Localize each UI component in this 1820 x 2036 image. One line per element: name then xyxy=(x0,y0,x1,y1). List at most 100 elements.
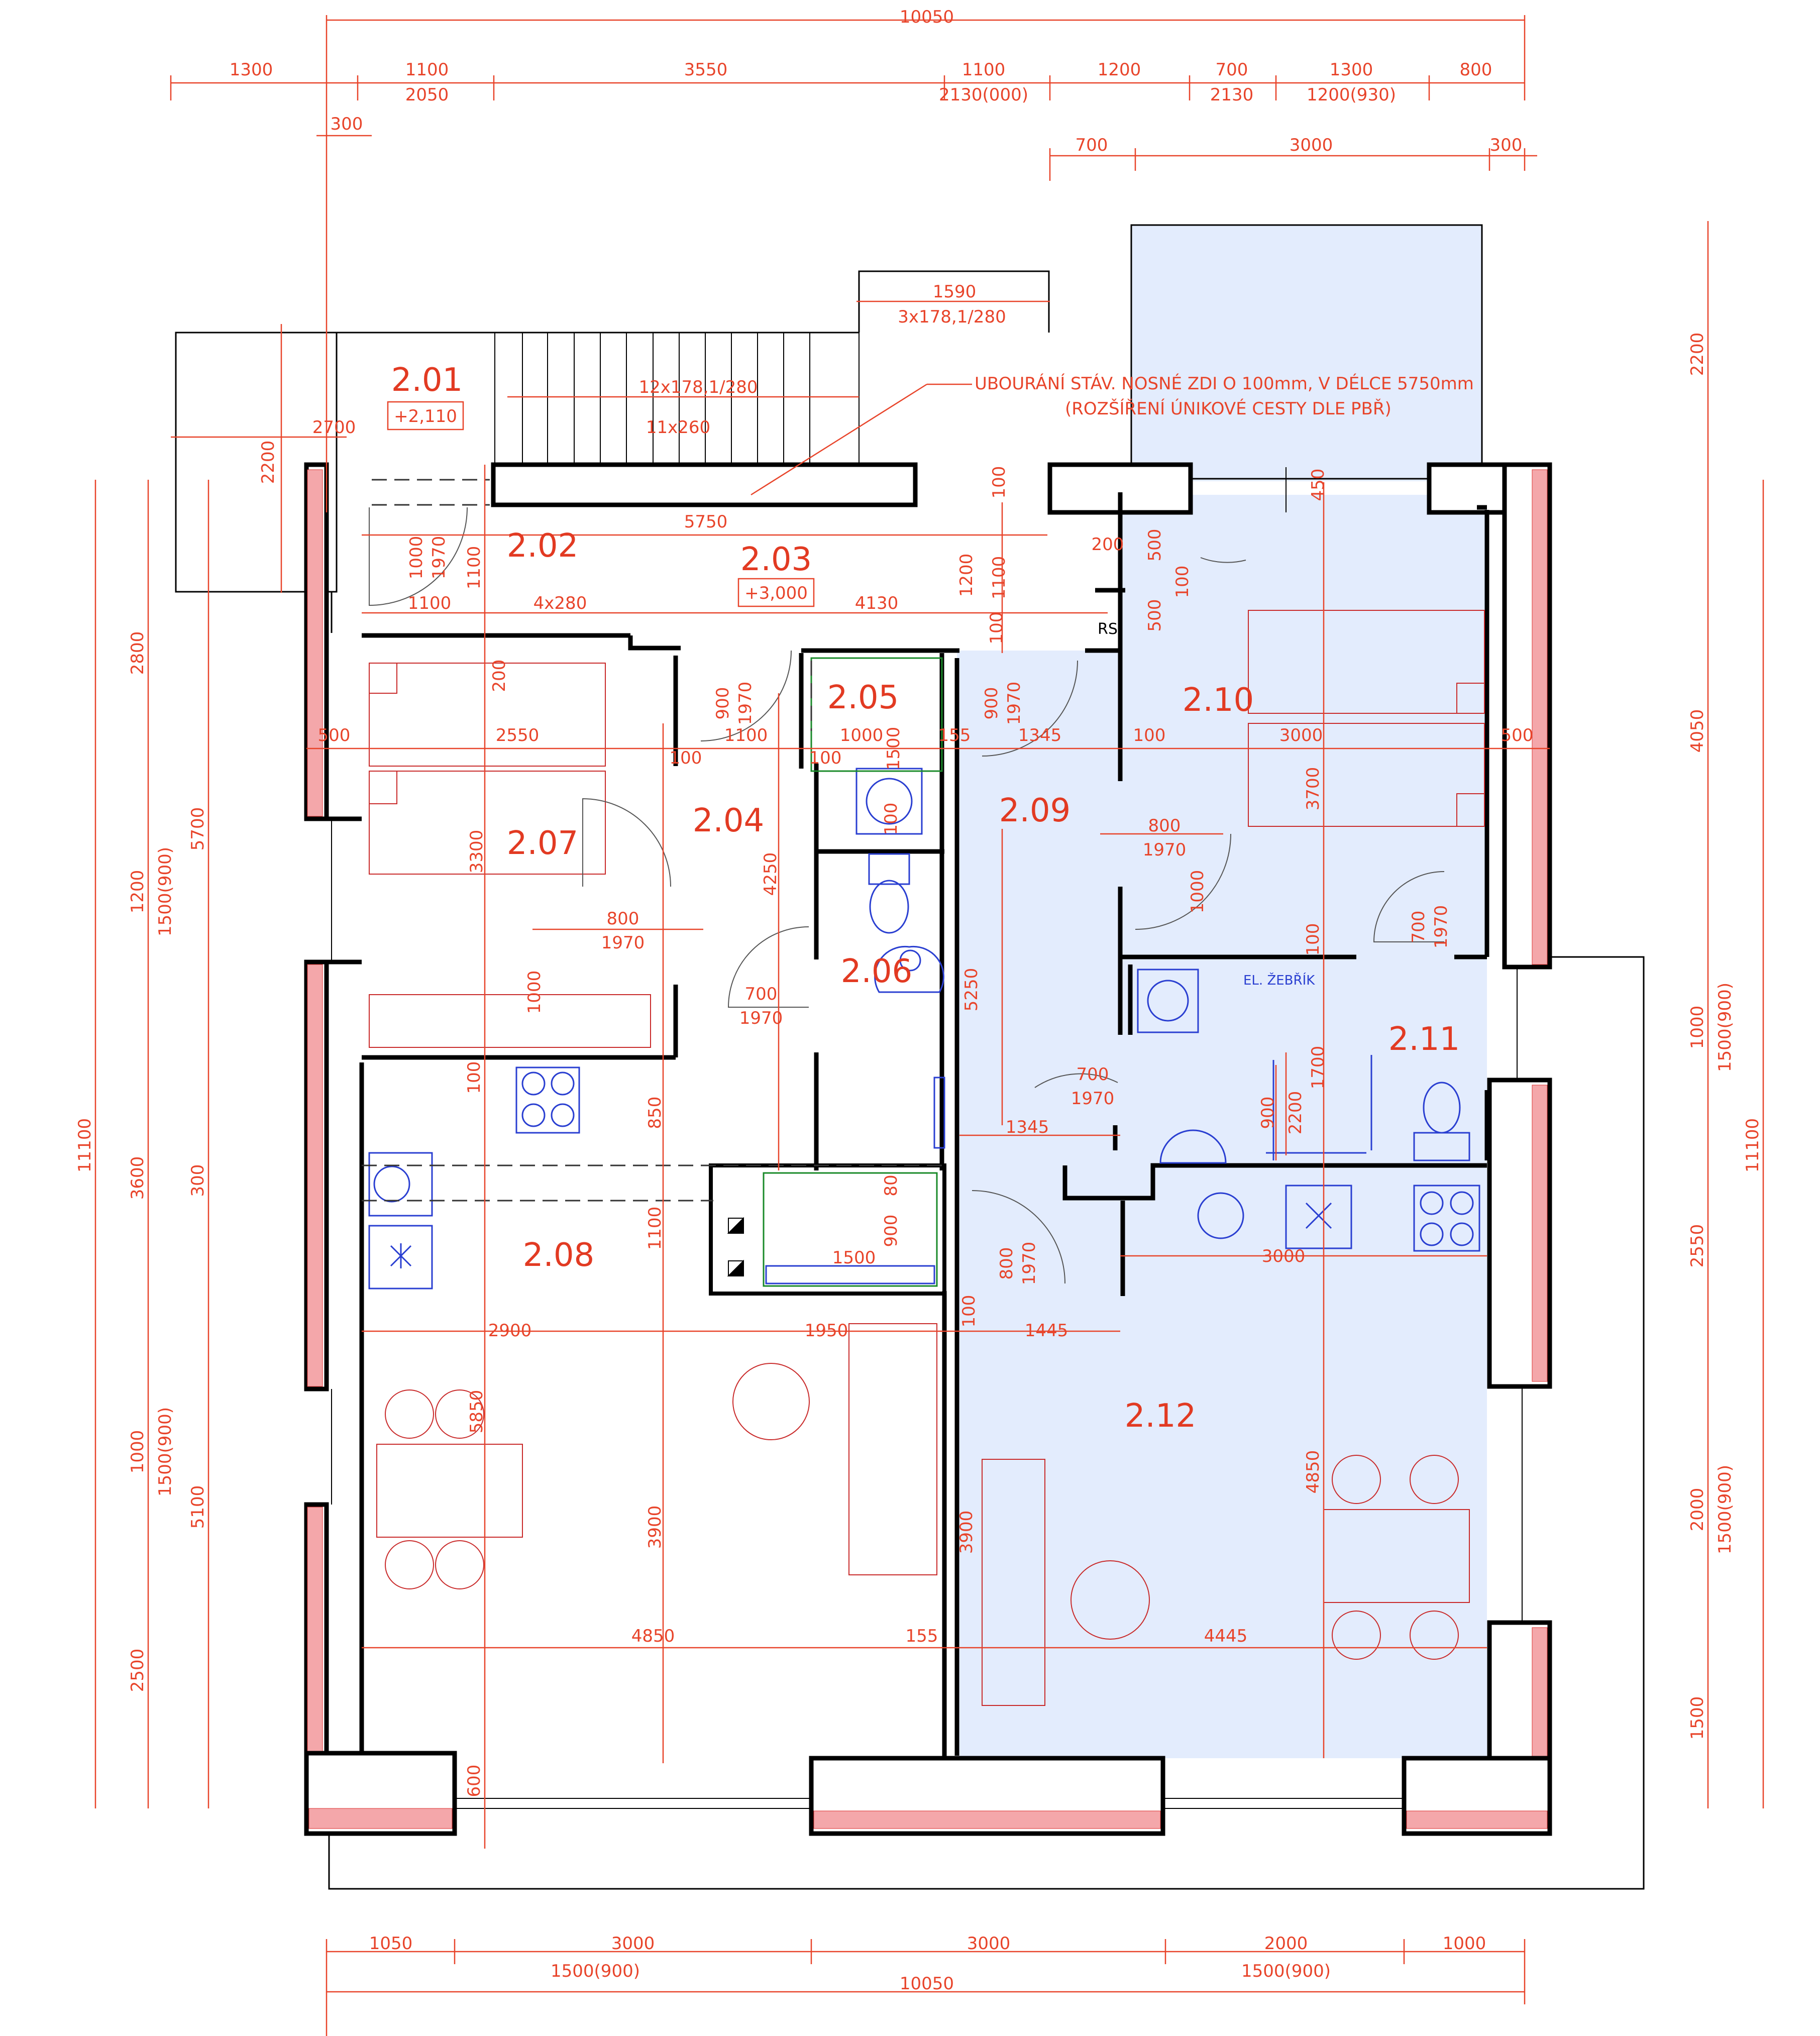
balcony-outline xyxy=(1130,224,1483,480)
dim-top-2130-000: 2130(000) xyxy=(939,85,1028,105)
dim-4130: 4130 xyxy=(855,593,899,613)
dim-door-1000: 1000 xyxy=(406,536,426,580)
dim-1100a: 1100 xyxy=(408,593,452,613)
dim-top-300: 300 xyxy=(331,114,363,134)
dim-5850: 5850 xyxy=(467,1390,487,1434)
dim-200b: 200 xyxy=(489,660,509,692)
dim-top-2050: 2050 xyxy=(405,85,449,105)
dim-right-2550: 2550 xyxy=(1687,1224,1707,1268)
dim-door-700b: 700 xyxy=(745,984,778,1004)
dim-left-1200: 1200 xyxy=(128,870,148,914)
dims-inner: 1590 3x178,1/280 12x178,1/280 11x260 270… xyxy=(258,282,1533,1797)
dim-top-2130: 2130 xyxy=(1210,85,1254,105)
highlight-area xyxy=(957,225,1487,1758)
dim-900d: 900 xyxy=(881,1215,901,1247)
dim-top-700: 700 xyxy=(1216,60,1248,80)
dim-1500a: 1500 xyxy=(884,727,904,771)
dim-left-3600: 3600 xyxy=(128,1156,148,1200)
dim-top-1200-930: 1200(930) xyxy=(1307,85,1396,105)
rs-label: RS xyxy=(1098,620,1118,638)
dim-3900a: 3900 xyxy=(645,1506,665,1549)
dim-door-1970c: 1970 xyxy=(1004,682,1024,725)
room-2.03: 2.03 xyxy=(740,541,812,578)
dim-4250: 4250 xyxy=(761,852,781,896)
ladder-label: EL. ŽEBŘÍK xyxy=(1243,972,1315,988)
level-2.01: +2,110 xyxy=(394,406,457,426)
dim-door-1970g: 1970 xyxy=(739,1008,783,1028)
dim-top-1300b: 1300 xyxy=(1330,60,1373,80)
room-2.02: 2.02 xyxy=(507,527,579,565)
dim-100f: 100 xyxy=(987,612,1007,645)
dim-4x280: 4x280 xyxy=(533,593,587,613)
dim-1345a: 1345 xyxy=(1018,725,1062,745)
dim-door-900a: 900 xyxy=(713,687,733,720)
dim-3300: 3300 xyxy=(467,830,487,874)
dim-top-800: 800 xyxy=(1460,60,1492,80)
dim-door-700a: 700 xyxy=(1409,911,1429,943)
dim-100b: 100 xyxy=(1172,566,1193,598)
dim-1700: 1700 xyxy=(1308,1046,1328,1090)
dim-bot-1500-900b: 1500(900) xyxy=(1241,1961,1331,1981)
dims-left: 2800 1200 1500(900) 5700 300 3600 11100 … xyxy=(75,631,208,1692)
room-2.12: 2.12 xyxy=(1125,1398,1197,1435)
level-box-2.03 xyxy=(737,578,815,607)
dim-100d: 100 xyxy=(809,748,842,768)
dim-door-1970a: 1970 xyxy=(429,536,449,580)
dim-1000c: 1000 xyxy=(1188,870,1208,914)
dim-right-1500-900b: 1500(900) xyxy=(1715,1465,1735,1554)
furniture xyxy=(369,610,1485,1706)
dim-bot-3000a: 3000 xyxy=(611,1934,655,1954)
notes: UBOURÁNÍ STÁV. NOSNÉ ZDI O 100mm, V DÉLC… xyxy=(751,373,1474,988)
main-stairs xyxy=(494,333,860,465)
dim-155a: 155 xyxy=(938,725,971,745)
dim-100j: 100 xyxy=(959,1295,979,1328)
dim-stairs-main: 12x178,1/280 xyxy=(638,377,758,397)
dim-1100e: 1100 xyxy=(645,1207,665,1250)
dim-top-1300a: 1300 xyxy=(230,60,273,80)
dim-bot-1050: 1050 xyxy=(369,1934,413,1954)
dim-door-1970d: 1970 xyxy=(601,933,645,953)
dim-door-700c: 700 xyxy=(1077,1064,1109,1085)
fixtures xyxy=(368,657,1480,1290)
dashed-lines xyxy=(362,479,947,1202)
dim-900c: 900 xyxy=(1258,1097,1278,1129)
demolition-note-line1: UBOURÁNÍ STÁV. NOSNÉ ZDI O 100mm, V DÉLC… xyxy=(975,373,1474,394)
dim-5250: 5250 xyxy=(961,968,982,1012)
room-2.06: 2.06 xyxy=(841,953,913,990)
dim-bot-1000: 1000 xyxy=(1443,1934,1486,1954)
dim-100a: 100 xyxy=(989,466,1009,499)
dim-100c: 100 xyxy=(670,748,702,768)
dim-door-1970i: 1970 xyxy=(1019,1242,1039,1285)
dim-stairs-top: 1590 xyxy=(933,282,977,302)
room-2.09: 2.09 xyxy=(999,792,1071,829)
room-2.01: 2.01 xyxy=(391,362,463,399)
dim-500d: 500 xyxy=(1501,725,1534,745)
dim-right-1000: 1000 xyxy=(1687,1006,1707,1049)
dim-door-1970e: 1970 xyxy=(1143,840,1187,860)
dim-bot-overall: 10050 xyxy=(900,1974,954,1994)
room-2.04: 2.04 xyxy=(693,802,765,839)
dim-3000b: 3000 xyxy=(1262,1246,1306,1266)
dim-2200b: 2200 xyxy=(1286,1091,1306,1135)
dim-4445: 4445 xyxy=(1204,1626,1248,1646)
dim-door-800a: 800 xyxy=(607,909,639,929)
demolition-note-line2: (ROZŠÍŘENÍ ÚNIKOVÉ CESTY DLE PBŘ) xyxy=(1065,398,1391,419)
dim-top-3550: 3550 xyxy=(684,60,728,80)
door-swings xyxy=(369,507,1445,1284)
dim-top-1100a: 1100 xyxy=(405,60,449,80)
stair-markers xyxy=(727,1217,744,1276)
dim-450: 450 xyxy=(1308,469,1328,501)
dim-850: 850 xyxy=(645,1097,665,1129)
dim-80: 80 xyxy=(881,1174,901,1196)
dim-500b: 500 xyxy=(1145,599,1165,632)
dim-right-11100: 11100 xyxy=(1743,1118,1763,1172)
dim-right-1500: 1500 xyxy=(1687,1696,1707,1740)
dim-stairs-tread: 11x260 xyxy=(646,417,710,438)
dim-door-1970f: 1970 xyxy=(1431,905,1451,949)
dim-top-1200: 1200 xyxy=(1098,60,1141,80)
dim-right-2200: 2200 xyxy=(1687,333,1707,376)
dim-1500b: 1500 xyxy=(832,1248,876,1268)
dim-4850b: 4850 xyxy=(1303,1450,1323,1494)
dim-500a: 500 xyxy=(1145,529,1165,562)
